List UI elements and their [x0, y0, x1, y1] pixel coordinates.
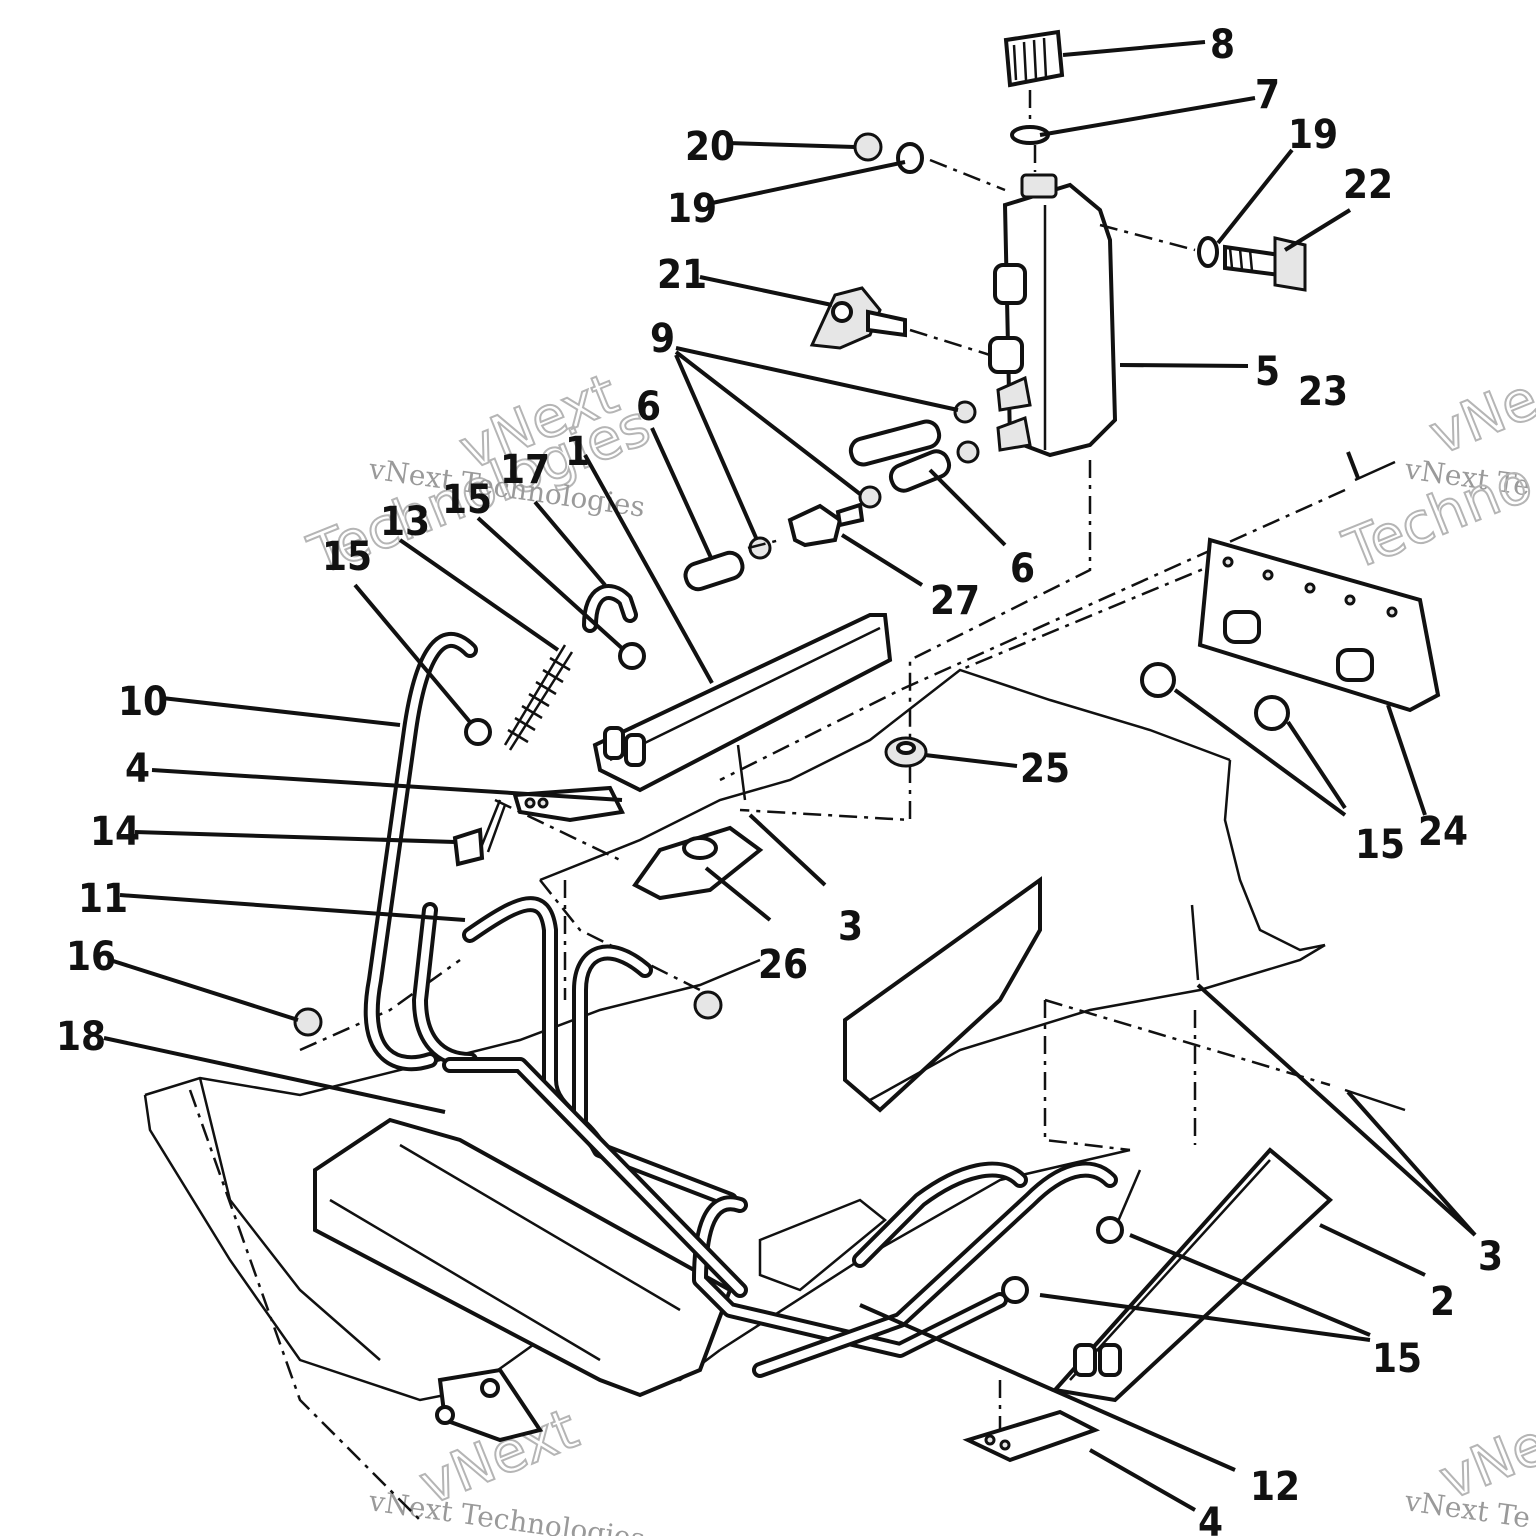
hose-clamp [1001, 1276, 1029, 1304]
clip-hole [831, 301, 853, 323]
callout-9: 9 [650, 316, 675, 362]
bracket-stud [624, 733, 646, 767]
hose-routing [363, 584, 1142, 1378]
callout-14: 14 [90, 809, 140, 855]
hose-clamps [293, 642, 1290, 1304]
watermark-vnext-right: vNe [1421, 367, 1536, 468]
floor-pan [313, 1117, 733, 1398]
callout-4-bottom: 4 [1198, 1500, 1223, 1536]
nut [853, 132, 883, 162]
callout-23: 23 [1298, 369, 1348, 415]
callout-15-c: 15 [1355, 822, 1405, 868]
callout-22: 22 [1343, 162, 1393, 208]
outlet-fitting [996, 415, 1032, 452]
callout-5: 5 [1255, 349, 1280, 395]
callout-15-d: 15 [1372, 1336, 1422, 1382]
reservoir-assembly [988, 29, 1118, 458]
clip-14 [452, 827, 485, 867]
bracket-nipple [1223, 610, 1261, 644]
callout-7: 7 [1255, 72, 1280, 118]
spring-clamp [693, 990, 723, 1020]
fuel-line-fittings [683, 400, 980, 592]
clip-pin [866, 309, 907, 338]
hose-clamp [1096, 1216, 1124, 1244]
callout-labels: 8 7 20 19 19 22 21 5 9 6 6 27 23 1 17 15… [56, 22, 1503, 1536]
reservoir-neck [1020, 173, 1058, 199]
callout-6-top: 6 [636, 384, 661, 430]
bracket-2 [1051, 1147, 1334, 1403]
bolt-hole [480, 1378, 500, 1398]
callout-25: 25 [1020, 746, 1070, 792]
clamp-plate-lower [962, 1409, 1101, 1463]
chassis-frame [143, 460, 1346, 1521]
callout-18: 18 [56, 1014, 106, 1060]
hose-clamp [618, 642, 646, 670]
bracket-26 [632, 825, 764, 901]
side-panel [843, 876, 1042, 1113]
hose-clamp [1254, 695, 1290, 731]
reservoir-tank [1002, 182, 1118, 458]
hose-clamp [464, 718, 492, 746]
hose-fitting [953, 400, 977, 424]
callout-17: 17 [500, 447, 550, 493]
leader-lines [103, 40, 1477, 1512]
bolt-hole [435, 1405, 455, 1425]
callout-3-top: 3 [838, 904, 863, 950]
hose-clamp [1140, 662, 1176, 698]
callout-12: 12 [1250, 1464, 1300, 1510]
callout-19-left: 19 [667, 186, 717, 232]
callout-27: 27 [930, 578, 980, 624]
callout-1: 1 [565, 429, 590, 475]
bracket-1 [512, 613, 893, 823]
callout-3-bottom: 3 [1478, 1234, 1503, 1280]
short-hose [888, 449, 952, 493]
callout-13: 13 [380, 499, 430, 545]
bracket-nipple [1336, 648, 1374, 682]
callout-16: 16 [66, 934, 116, 980]
callout-4-top: 4 [125, 746, 150, 792]
filter-nipple [835, 502, 865, 528]
mounting-tab [988, 336, 1024, 374]
bracket-stud [603, 726, 625, 760]
callout-10: 10 [118, 679, 168, 725]
short-hose [848, 419, 942, 467]
callout-15-b: 15 [322, 534, 372, 580]
spring-clamp [293, 1007, 323, 1037]
callout-21: 21 [657, 252, 707, 298]
callout-15-a: 15 [442, 477, 492, 523]
fuel-filter [787, 503, 843, 548]
hose-fitting [956, 440, 980, 464]
watermark-text-bottom: vNext Technologies [366, 1484, 647, 1536]
callout-2: 2 [1430, 1279, 1455, 1325]
callout-11: 11 [78, 876, 128, 922]
callout-6-bottom: 6 [1010, 546, 1035, 592]
mounting-tab [993, 263, 1027, 305]
mounting-hardware [632, 460, 1441, 1463]
callout-8: 8 [1210, 22, 1235, 68]
hose-elbow [572, 944, 653, 1128]
callout-24: 24 [1418, 809, 1468, 855]
watermark-group: vNext Technologies vNext Technologies vN… [299, 360, 1536, 1536]
callout-19-right: 19 [1288, 112, 1338, 158]
hose-fitting [858, 485, 882, 509]
callout-20: 20 [685, 124, 735, 170]
washer [896, 142, 924, 174]
short-hose [683, 550, 745, 592]
clip-assembly [809, 286, 991, 357]
outlet-fitting [996, 375, 1032, 412]
callout-26: 26 [758, 942, 808, 988]
washer [1197, 236, 1219, 268]
